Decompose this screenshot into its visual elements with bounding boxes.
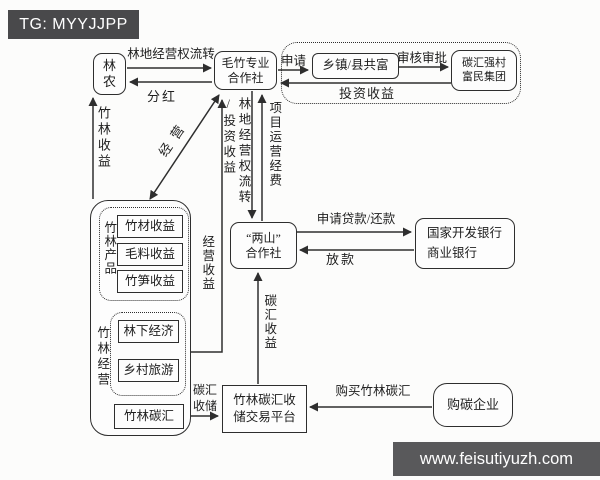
website-watermark-bar: www.feisutiyuzh.com (393, 442, 600, 476)
node-rural-tourism: 乡村旅游 (118, 359, 179, 382)
node-wool-income: 毛料收益 (117, 243, 183, 266)
node-carbon-rural-group: 碳汇强村 富民集团 (451, 50, 517, 91)
arrow-operation-income (187, 99, 227, 353)
edge-label-dividend: 分红 (147, 89, 178, 104)
node-timber-income: 竹材收益 (117, 215, 183, 238)
node-carbon-platform: 竹林碳汇收 储交易平台 (222, 385, 307, 433)
telegram-watermark-bar: TG: MYYJJPP (8, 10, 139, 39)
edge-label-apply: 申请 (281, 54, 307, 68)
edge-label-apply-loan-repay: 申请贷款/还款 (316, 212, 396, 226)
edge-label-investment-income: 投资收益 (339, 86, 396, 101)
node-banks: 国家开发银行 商业银行 (415, 218, 515, 269)
edge-label-operation-income: 经营收益 (200, 235, 215, 291)
edge-label-buy-bamboo-carbon: 购买竹林碳汇 (335, 384, 411, 398)
edge-label-land-transfer-invest: 林地经营权流转 /投资收益 (221, 97, 251, 206)
edge-label-bamboo-income: 竹林收益 (95, 106, 111, 170)
node-township-county: 乡镇/县共富 (312, 53, 399, 79)
node-shoot-income: 竹笋收益 (117, 270, 183, 293)
edge-label-loan-release: 放款 (326, 252, 357, 267)
arrow-operate-both (149, 94, 220, 200)
edge-label-review-approval: 审核审批 (397, 51, 448, 65)
approval-dashed-container (281, 42, 521, 104)
node-forest-farmers: 林 农 (93, 53, 126, 95)
bamboo-products-group (99, 207, 189, 301)
edge-label-carbon-storage: 碳汇 收储 (192, 383, 217, 413)
edge-label-project-operation-fee: 项目运营经费 (267, 101, 282, 188)
node-liangshan-coop: “两山” 合作社 (230, 222, 297, 269)
node-bamboo-coop: 毛竹专业 合作社 (214, 51, 277, 90)
edge-label-carbon-income: 碳汇收益 (262, 294, 277, 350)
edge-label-land-right-transfer: 林地经营权流转 (127, 47, 215, 61)
node-carbon-buyers: 购碳企业 (433, 383, 513, 427)
node-understory-economy: 林下经济 (118, 320, 179, 343)
node-bamboo-carbon: 竹林碳汇 (114, 404, 184, 429)
bamboo-management-group (110, 312, 186, 396)
group-label-bamboo-products: 竹林产品 (102, 221, 117, 275)
group-label-bamboo-management: 竹林经营 (95, 326, 110, 388)
